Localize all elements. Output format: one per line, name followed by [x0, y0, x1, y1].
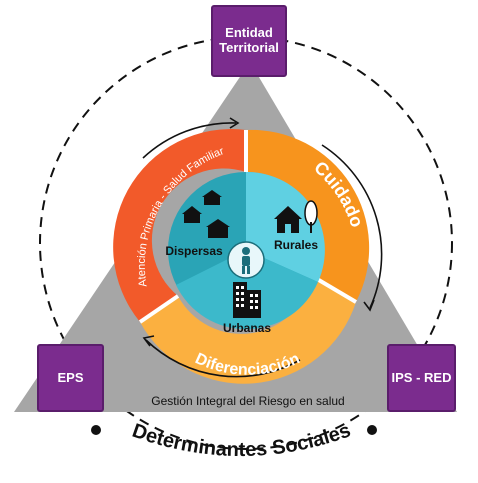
node-label: EPS: [57, 369, 84, 385]
ring-separator: [310, 274, 358, 304]
ring-separator: [138, 294, 180, 324]
determinantes-sociales-label: Determinantes Sociales: [129, 419, 353, 461]
person-icon: [227, 241, 265, 279]
urban-building-icon: [233, 282, 261, 318]
node-label: IPS - RED: [391, 369, 452, 385]
label-urbanas: Urbanas: [223, 321, 271, 335]
label-rurales: Rurales: [274, 238, 318, 252]
entidad-territorial-node: Entidad Territorial: [211, 5, 287, 77]
triangle-base-label: Gestión Integral del Riesgo en salud: [151, 394, 344, 408]
ring-segment-care: [246, 129, 370, 302]
scattered-houses-icon: [182, 190, 230, 238]
ips-red-node: IPS - RED: [387, 344, 456, 412]
rural-house-icon: [274, 200, 318, 233]
ring-arrows: [142, 117, 383, 378]
eps-node: EPS: [37, 344, 104, 412]
bullet-dot: [367, 425, 377, 435]
node-label-line2: Territorial: [219, 40, 279, 55]
ring-segment-primary-care: [113, 129, 246, 322]
bullet-dot: [91, 425, 101, 435]
node-label-line1: Entidad: [225, 25, 273, 41]
label-dispersas: Dispersas: [165, 244, 223, 258]
